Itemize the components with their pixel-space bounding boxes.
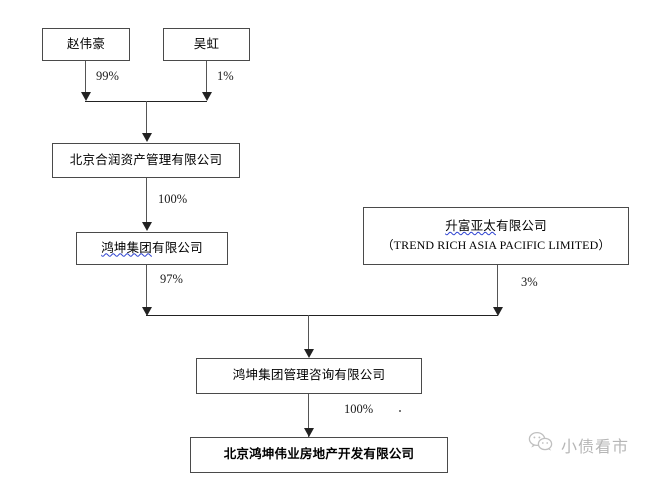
edge-label-100-consulting: 100%	[344, 402, 374, 416]
edge-wu-to-herun-line	[206, 61, 207, 93]
edge-trendrich-to-consulting-arrow	[493, 307, 503, 316]
node-label-rest-part: 有限公司	[152, 240, 203, 255]
edge-consulting-to-weiye-arrow	[304, 428, 314, 437]
edge-zhao-to-herun-line	[85, 61, 86, 93]
node-beijing-herun[interactable]: 北京合润资产管理有限公司	[52, 143, 240, 178]
node-trend-rich-asia-pacific[interactable]: 升富亚太有限公司 （TREND RICH ASIA PACIFIC LIMITE…	[363, 207, 629, 265]
node-label: 北京鸿坤伟业房地产开发有限公司	[223, 447, 415, 462]
edge-label-100-herun: 100%	[158, 192, 188, 206]
node-label-zh: 升富亚太有限公司	[445, 219, 547, 235]
edge-hongkun-to-consulting-arrow	[142, 307, 152, 316]
stray-mark	[399, 410, 401, 412]
edge-trendrich-to-consulting-line	[497, 265, 498, 309]
merge-down-arrow-bottom	[304, 349, 314, 358]
node-beijing-hongkun-weiye[interactable]: 北京鸿坤伟业房地产开发有限公司	[190, 437, 448, 473]
edge-label-1: 1%	[217, 69, 234, 83]
merge-down-arrow-top	[142, 133, 152, 142]
node-hongkun-group[interactable]: 鸿坤集团有限公司	[76, 232, 228, 265]
node-wu-hong[interactable]: 吴虹	[163, 28, 250, 61]
node-label: 北京合润资产管理有限公司	[69, 152, 223, 167]
wechat-bubbles-icon	[528, 431, 554, 458]
node-label-misspelled-part: 鸿坤集团	[101, 240, 152, 255]
node-label: 鸿坤集团管理咨询有限公司	[232, 368, 386, 383]
node-hongkun-consulting[interactable]: 鸿坤集团管理咨询有限公司	[196, 358, 422, 394]
edge-label-3: 3%	[521, 275, 538, 289]
node-label: 吴虹	[193, 36, 220, 51]
node-zhao-weihao[interactable]: 赵伟豪	[42, 28, 130, 61]
node-label-rest-part: 有限公司	[496, 219, 547, 234]
node-label: 赵伟豪	[66, 36, 106, 51]
edge-herun-to-hongkun-arrow	[142, 222, 152, 231]
merge-bar-bottom	[146, 315, 498, 316]
node-label-misspelled-part: 升富亚太	[445, 219, 496, 234]
node-label-en: （TREND RICH ASIA PACIFIC LIMITED）	[381, 237, 611, 252]
edge-zhao-to-herun-arrow	[81, 92, 91, 101]
edge-label-99: 99%	[96, 69, 119, 83]
merge-down-line-top	[146, 101, 147, 134]
edge-herun-to-hongkun-line	[146, 178, 147, 224]
watermark-text: 小债看市	[561, 438, 630, 456]
edge-label-97: 97%	[160, 272, 183, 286]
node-label: 鸿坤集团有限公司	[101, 241, 203, 257]
watermark: 小债看市	[528, 431, 629, 458]
edge-wu-to-herun-arrow	[202, 92, 212, 101]
edge-hongkun-to-consulting-line	[146, 265, 147, 309]
edge-consulting-to-weiye-line	[308, 394, 309, 437]
merge-down-line-bottom	[308, 315, 309, 351]
